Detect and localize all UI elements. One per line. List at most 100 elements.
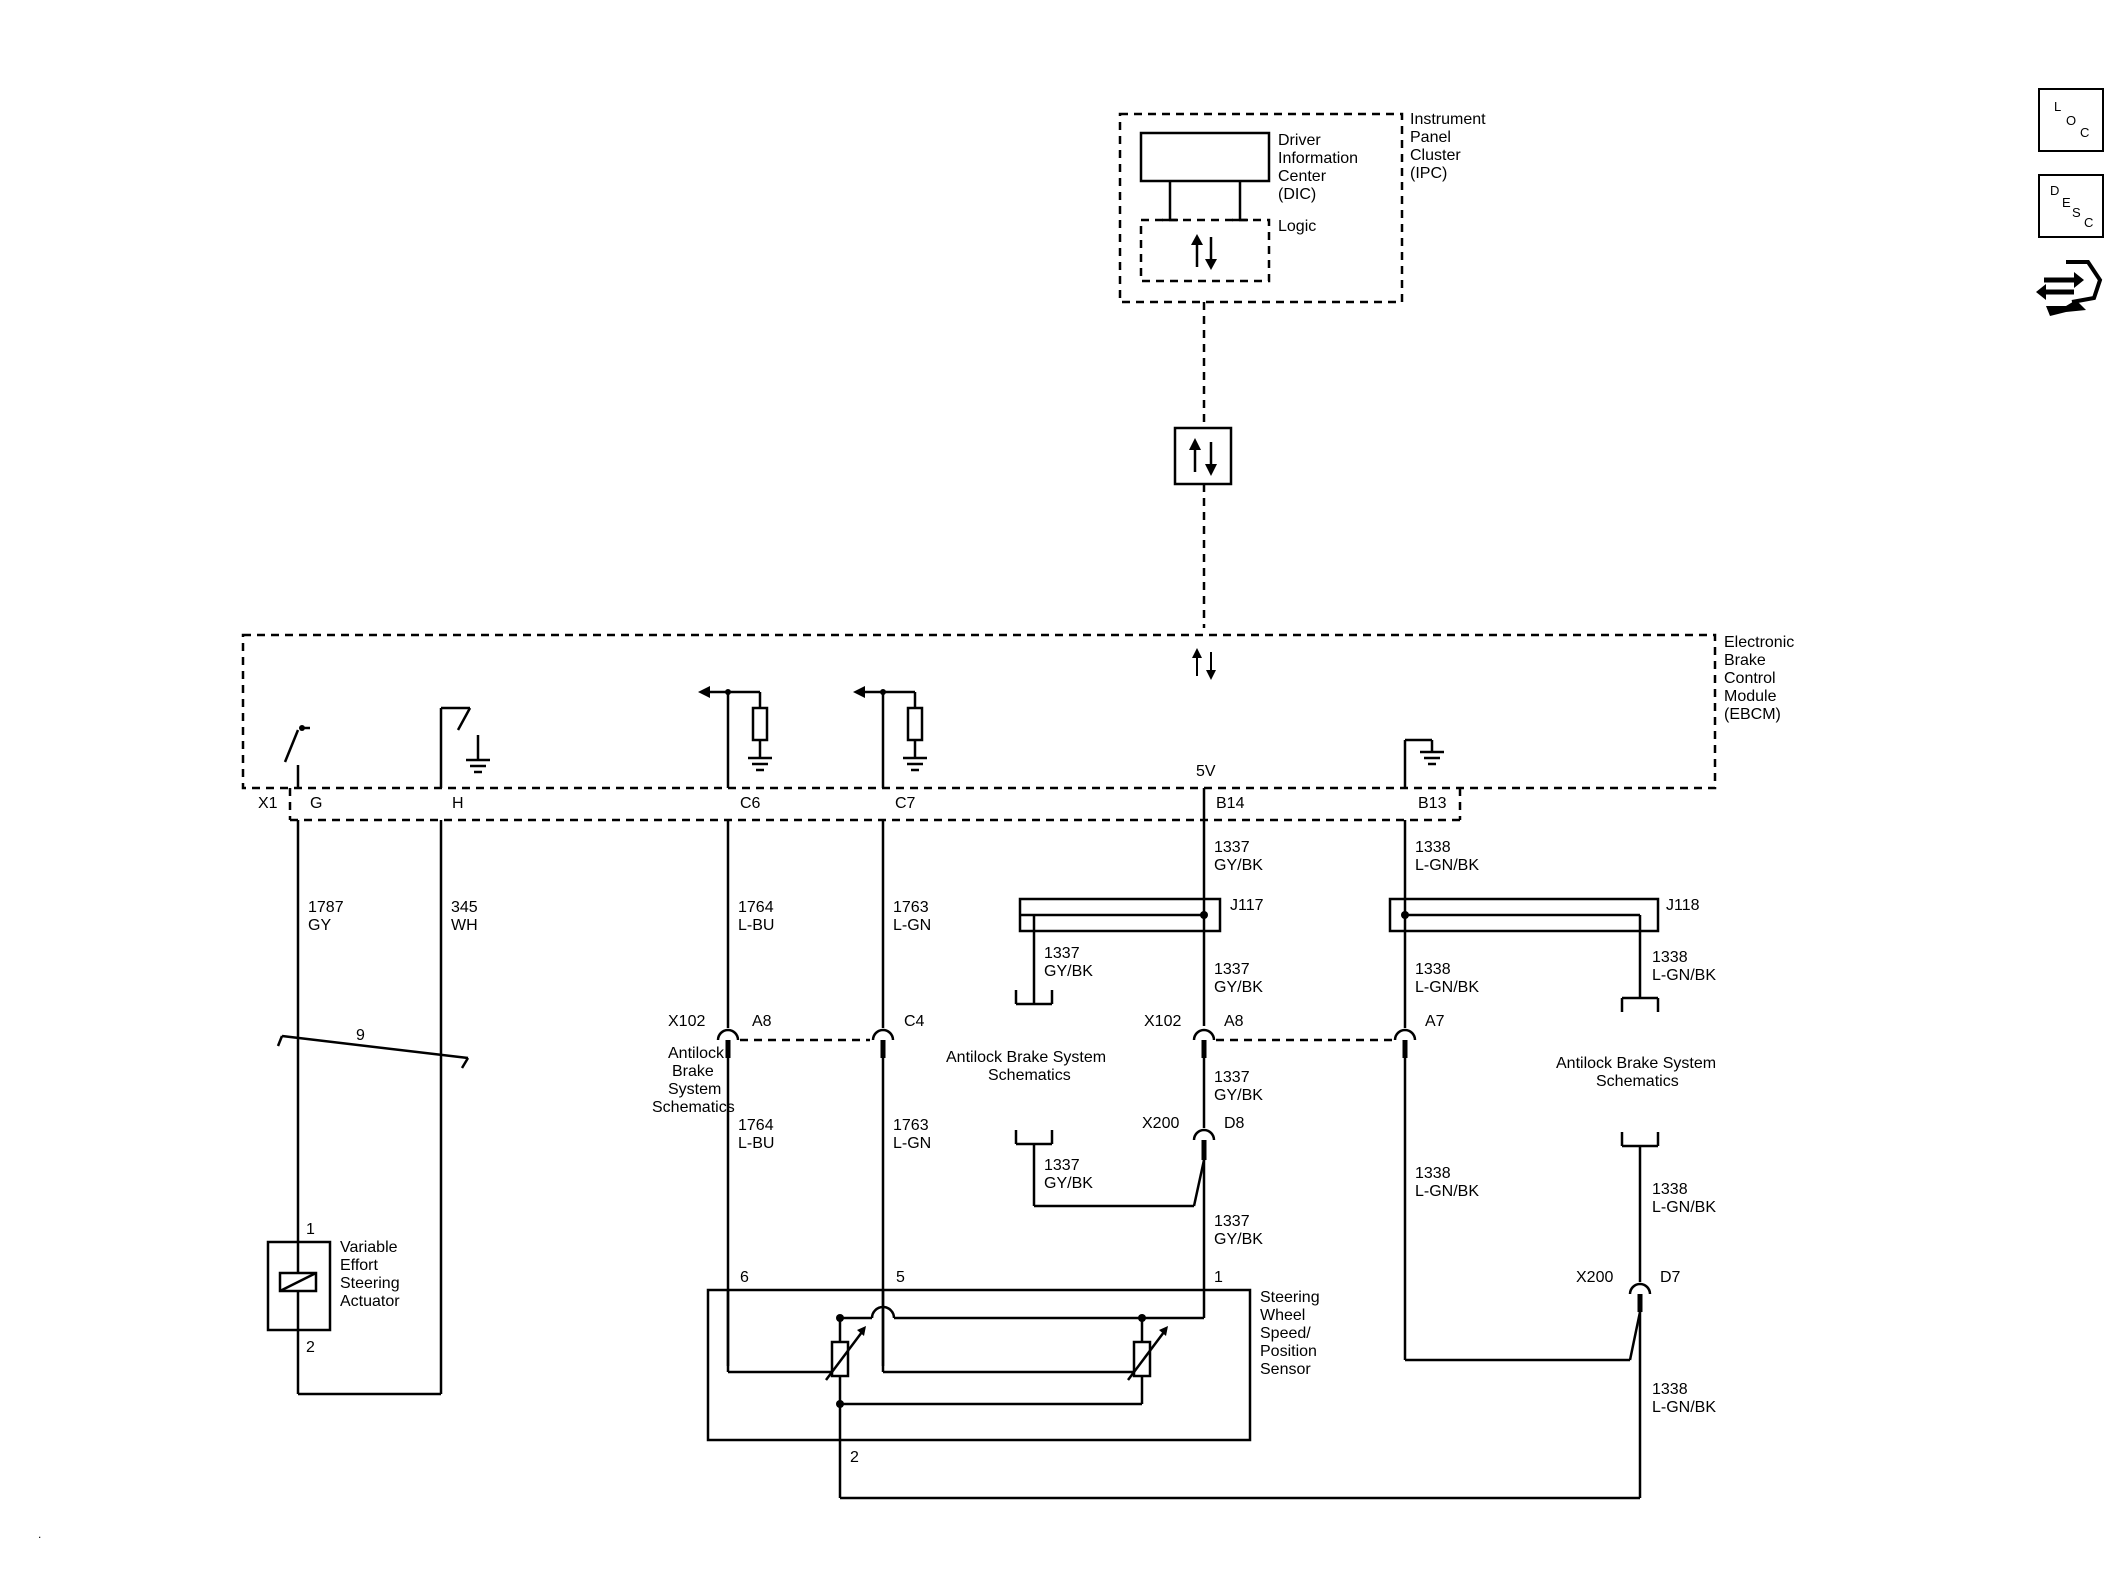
ebcm-input-c7	[853, 686, 927, 788]
wire-1337e-label: 1337	[1044, 1157, 1080, 1174]
a8-right-label: A8	[1224, 1013, 1244, 1030]
wire-345-label: 345	[451, 899, 478, 916]
twist-label: 9	[356, 1027, 365, 1044]
wire-gybk-e-label: GY/BK	[1044, 1175, 1093, 1192]
ebcm-input-c6	[698, 686, 772, 788]
loc-letter-l: L	[2054, 99, 2062, 114]
potentiometer-2-icon	[1127, 1318, 1168, 1404]
wire-1338f-label: 1338	[1652, 1381, 1688, 1398]
wire-1764b-label: 1764	[738, 1117, 774, 1134]
wire-lgn-b-label: L-GN	[893, 1135, 931, 1152]
ebcm-label-5: (EBCM)	[1724, 706, 1781, 723]
dic-label-1: Driver	[1278, 132, 1321, 149]
sensor-pin2: 2	[850, 1449, 859, 1466]
abs-mid-label-1: Antilock Brake System	[946, 1049, 1106, 1066]
splice-j118	[1388, 897, 1660, 933]
diagnostic-connector-icon[interactable]	[2036, 250, 2108, 328]
d8-label: D8	[1224, 1115, 1245, 1132]
d7-label: D7	[1660, 1269, 1681, 1286]
abs-left-label-2: Brake	[672, 1063, 714, 1080]
ebcm-label-3: Control	[1724, 670, 1776, 687]
abs-mid-label-2: Schematics	[988, 1067, 1071, 1084]
actuator-label-2: Effort	[340, 1257, 379, 1274]
sensor-label-5: Sensor	[1260, 1361, 1311, 1378]
wire-1337a-label: 1337	[1214, 839, 1250, 856]
sensor-label-3: Speed/	[1260, 1325, 1311, 1342]
x102-left-label: X102	[668, 1013, 705, 1030]
potentiometer-1-icon	[825, 1318, 866, 1404]
sensor-signal-circuits: 1764 L-BU 1763 L-GN X102 A8 C4 Antilock …	[652, 820, 931, 1366]
ebcm-ground-h	[439, 706, 490, 788]
x200-left-label: X200	[1142, 1115, 1179, 1132]
wire-gybk-f-label: GY/BK	[1214, 1231, 1263, 1248]
ebcm-ground-b13	[1403, 738, 1444, 788]
footer-mark: .	[38, 1527, 41, 1541]
sensor-label-4: Position	[1260, 1343, 1317, 1360]
pin-c6-label: C6	[740, 795, 761, 812]
pin-g-label: G	[310, 795, 322, 812]
dic-label-2: Information	[1278, 150, 1358, 167]
c4-label: C4	[904, 1013, 925, 1030]
wire-1763b-label: 1763	[893, 1117, 929, 1134]
loc-letter-o: O	[2066, 113, 2077, 128]
desc-letter-s: S	[2072, 205, 2081, 220]
logic-box	[1139, 218, 1271, 283]
actuator-label-1: Variable	[340, 1239, 398, 1256]
actuator-label-3: Steering	[340, 1275, 400, 1292]
wire-lgnbk-b-label: L-GN/BK	[1652, 967, 1716, 984]
wire-gybk-d-label: GY/BK	[1214, 1087, 1263, 1104]
5v-reference-circuit: 1337 GY/BK J117 1337 GY/BK 1337 GY/BK An…	[946, 788, 1398, 1310]
ipc-label-2: Panel	[1410, 129, 1451, 146]
x102-connector-left: X102 A8 C4	[668, 1013, 925, 1058]
desc-letter-d: D	[2050, 183, 2060, 198]
logic-label: Logic	[1278, 218, 1316, 235]
wire-1337d-label: 1337	[1214, 1069, 1250, 1086]
data-arrows-icon	[1191, 234, 1217, 270]
dic-display-box	[1139, 131, 1271, 183]
ebcm-5v-label: 5V	[1196, 763, 1216, 780]
wire-1337f-label: 1337	[1214, 1213, 1250, 1230]
wire-1337b-label: 1337	[1044, 945, 1080, 962]
wire-lbu-b-label: L-BU	[738, 1135, 774, 1152]
twisted-pair-marker: 9	[276, 1027, 470, 1069]
wire-1764-label: 1764	[738, 899, 774, 916]
wire-wh-label: WH	[451, 917, 478, 934]
ebcm-label-1: Electronic	[1724, 634, 1794, 651]
pin-b13-label: B13	[1418, 795, 1447, 812]
loc-icon[interactable]: L O C	[2038, 88, 2104, 152]
wire-1337c-label: 1337	[1214, 961, 1250, 978]
desc-icon[interactable]: D E S C	[2038, 174, 2104, 238]
ipc-label-1: Instrument	[1410, 111, 1486, 128]
abs-right-label-1: Antilock Brake System	[1556, 1055, 1716, 1072]
sensor-pin1: 1	[1214, 1269, 1223, 1286]
actuator-pin1: 1	[306, 1221, 315, 1238]
dic-label-4: (DIC)	[1278, 186, 1316, 203]
wire-gy-label: GY	[308, 917, 331, 934]
wire-1787-label: 1787	[308, 899, 344, 916]
wire-gybk-a-label: GY/BK	[1214, 857, 1263, 874]
wire-gybk-c-label: GY/BK	[1214, 979, 1263, 996]
x102-right-label: X102	[1144, 1013, 1181, 1030]
wire-lgnbk-d-label: L-GN/BK	[1415, 1183, 1479, 1200]
steering-wheel-sensor: 6 5 1 2 Steering Wheel Speed/ Position S…	[706, 1269, 1640, 1500]
wire-lgn-label: L-GN	[893, 917, 931, 934]
wire-1338d-label: 1338	[1415, 1165, 1451, 1182]
low-reference-circuit: 1338 L-GN/BK J118 1338 L-GN/BK 1338 L-GN…	[1388, 820, 1716, 1498]
instrument-panel-cluster: Driver Information Center (DIC) Logic In…	[1118, 111, 1486, 304]
actuator-label-4: Actuator	[340, 1293, 400, 1310]
ipc-label-4: (IPC)	[1410, 165, 1447, 182]
a8-left-label: A8	[752, 1013, 772, 1030]
wire-1763-label: 1763	[893, 899, 929, 916]
dic-label-3: Center	[1278, 168, 1327, 185]
wire-lgnbk-c-label: L-GN/BK	[1415, 979, 1479, 996]
pin-c7-label: C7	[895, 795, 916, 812]
wire-1338b-label: 1338	[1652, 949, 1688, 966]
ebcm-data-arrows-icon	[1192, 648, 1216, 680]
wire-lgnbk-a-label: L-GN/BK	[1415, 857, 1479, 874]
sensor-label-2: Wheel	[1260, 1307, 1305, 1324]
sensor-pin6: 6	[740, 1269, 749, 1286]
abs-right-label-2: Schematics	[1596, 1073, 1679, 1090]
loc-letter-c: C	[2080, 125, 2090, 140]
ebcm-label-4: Module	[1724, 688, 1777, 705]
